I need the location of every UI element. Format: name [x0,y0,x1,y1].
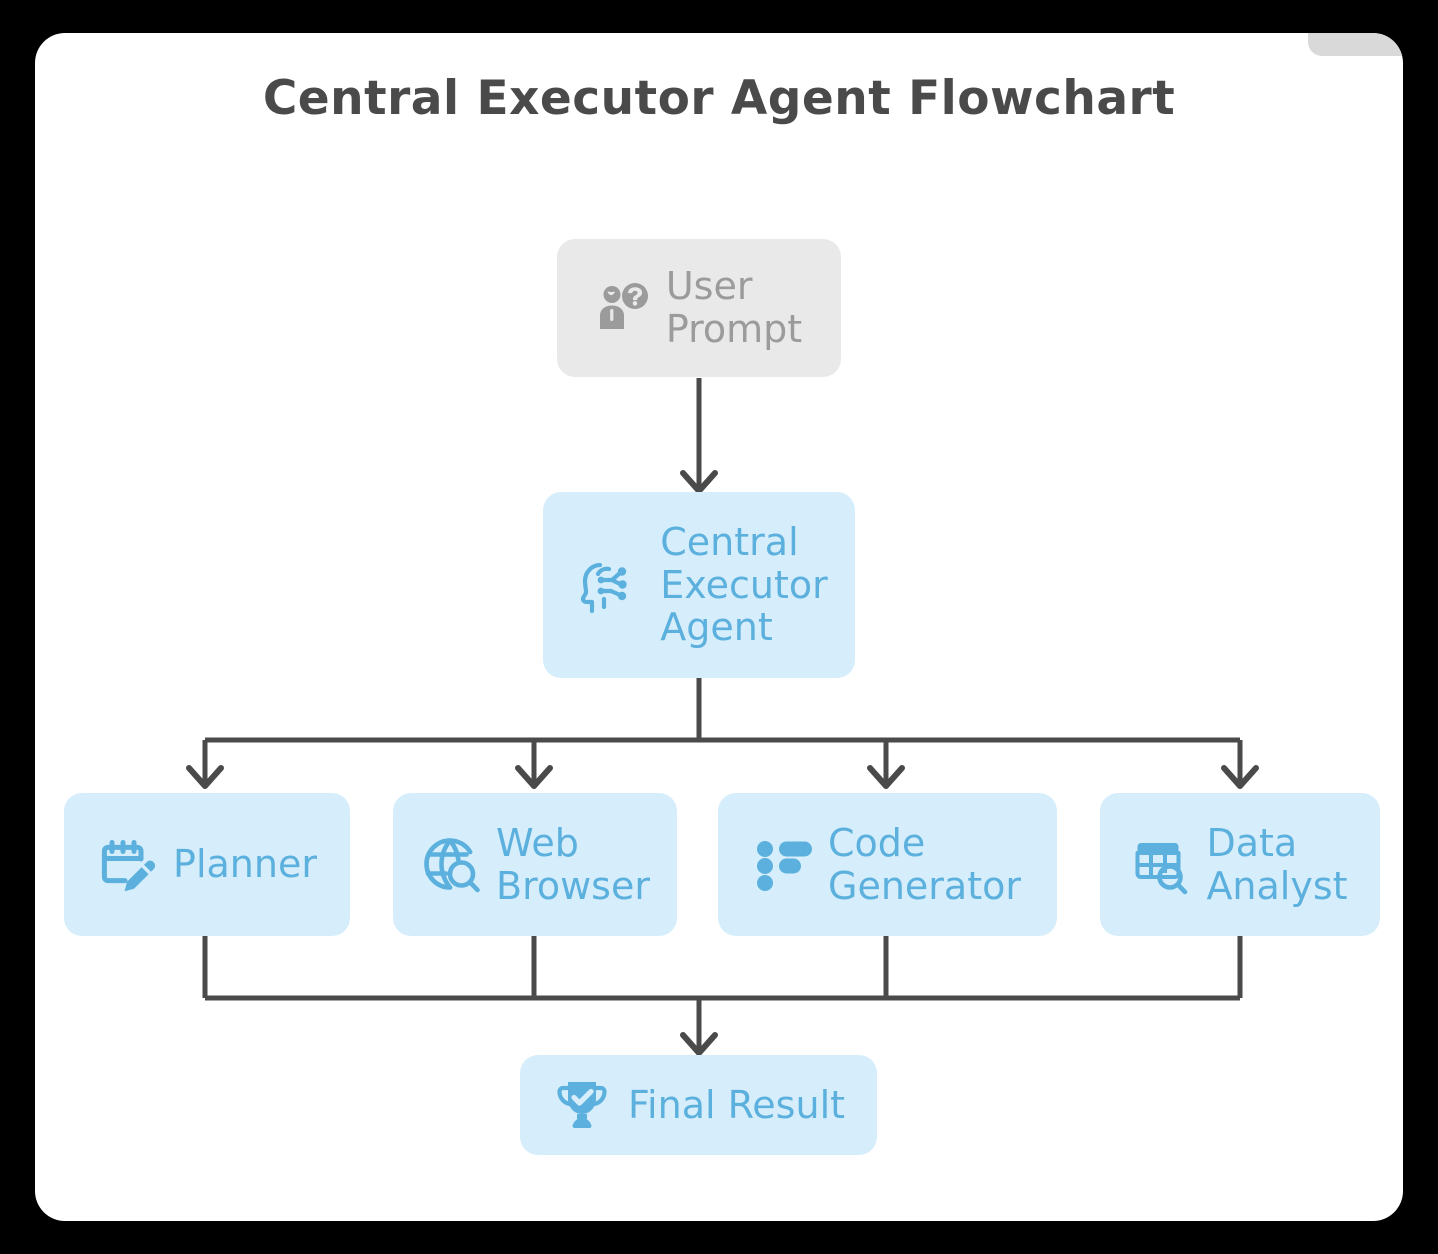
bullet-list-icon [757,840,813,891]
calendar-pencil-icon [101,839,156,891]
node-label: Data Analyst [1206,820,1348,908]
node-final-result[interactable]: Final Result [520,1055,877,1155]
node-central-executor-agent[interactable]: Central Executor Agent [543,492,855,678]
node-label: Planner [173,842,317,887]
user-question-icon [599,283,648,329]
node-web-browser[interactable]: Web Browser [393,793,677,936]
node-label: Code Generator [828,820,1021,908]
arrowhead-data-analyst [1221,765,1259,789]
node-label: Central Executor Agent [660,520,828,650]
arrowhead-final-result [680,1032,718,1056]
node-planner[interactable]: Planner [64,793,350,936]
page-title: Central Executor Agent Flowchart [262,71,1176,126]
arrowhead-user-to-executor [680,470,718,494]
ai-brain-chip-icon [581,562,627,614]
node-label: Final Result [627,1082,846,1127]
arrowhead-web-browser [515,765,553,789]
arrowhead-planner [186,765,224,789]
node-label: Web Browser [496,820,650,908]
flowchart-card: Central Executor Agent Flowchart [35,33,1403,1221]
arrowhead-code-generator [867,765,905,789]
node-label: User Prompt [665,264,803,351]
table-search-icon [1135,842,1188,894]
node-user-prompt[interactable]: User Prompt [557,239,841,377]
scrollbar-thumb[interactable] [1308,33,1403,56]
node-data-analyst[interactable]: Data Analyst [1100,793,1380,936]
node-code-generator[interactable]: Code Generator [718,793,1057,936]
globe-search-icon [424,837,480,892]
trophy-check-icon [557,1082,607,1128]
